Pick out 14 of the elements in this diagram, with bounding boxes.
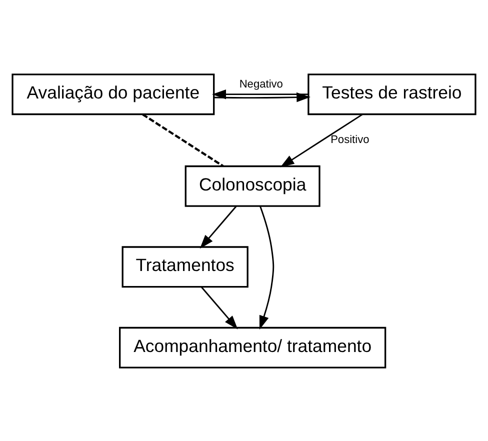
arrow: [214, 92, 311, 102]
arrow: [200, 205, 237, 248]
node-box: Colonoscopia: [184, 164, 320, 206]
arrow: [212, 88, 308, 99]
node-box: Acompanhamento/ tratamento: [119, 326, 386, 368]
node-box: Tratamentos: [122, 246, 248, 288]
edge-label: Positivo: [330, 134, 370, 146]
arrow: [200, 286, 238, 329]
arrow: [259, 206, 274, 330]
node-box: Avaliação do paciente: [12, 73, 215, 115]
node-box: Testes de rastreio: [308, 73, 476, 115]
arrow: [280, 113, 363, 167]
edge-label: Negativo: [239, 78, 283, 90]
connector: [142, 113, 224, 166]
